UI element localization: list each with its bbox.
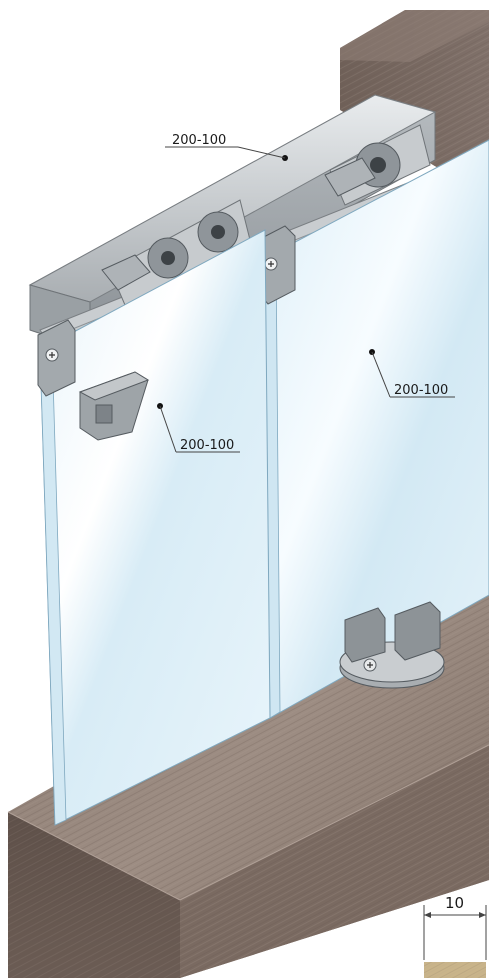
- callout-label-top-rail: 200-100: [172, 133, 226, 148]
- left-roller-carriage: [101, 199, 251, 306]
- callout-left-panel: 200-100: [157, 403, 240, 453]
- callout-label-left-panel: 200-100: [180, 438, 234, 453]
- callout-right-panel: 200-100: [369, 349, 455, 398]
- callout-top-rail: 200-100: [165, 133, 288, 161]
- left-glass-panel: [37, 229, 271, 826]
- floor-guide: [339, 601, 445, 689]
- right-roller-carriage: [324, 124, 431, 206]
- top-wood-beam: [340, 10, 489, 178]
- dimension-value: 10: [445, 894, 464, 912]
- dimension-annotation: 10: [423, 894, 487, 978]
- callout-label-right-panel: 200-100: [394, 383, 448, 398]
- door-stop: [78, 371, 150, 441]
